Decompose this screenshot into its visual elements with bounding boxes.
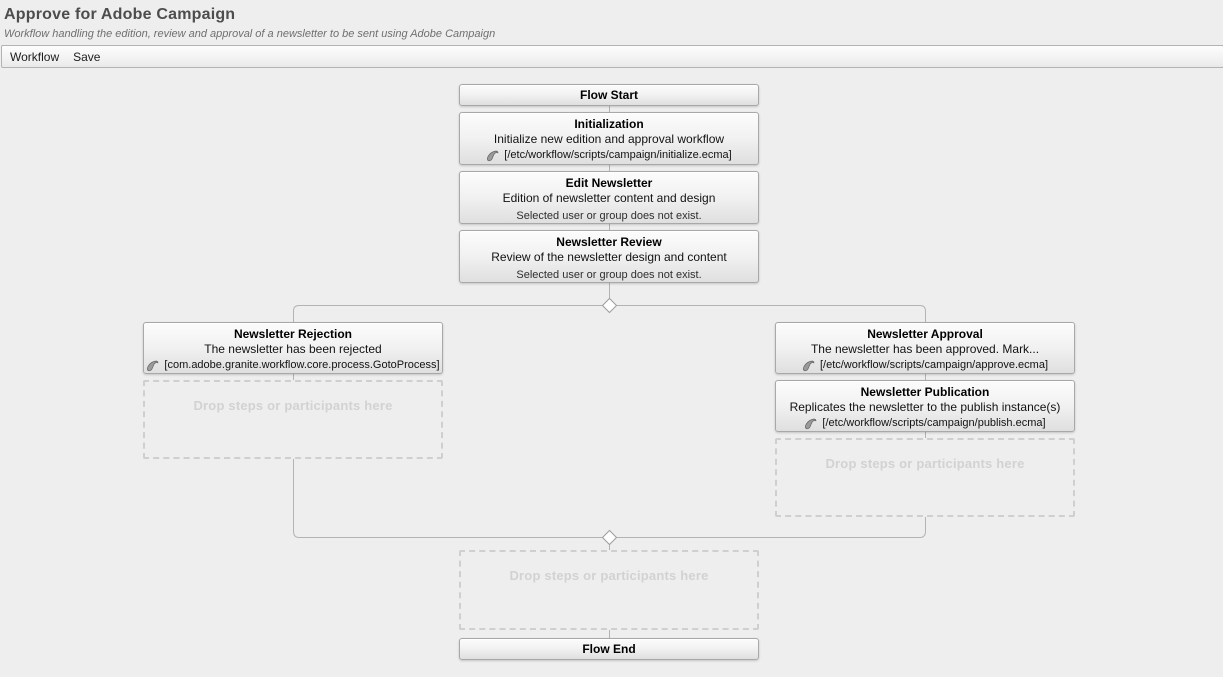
node-title: Flow End <box>582 642 636 656</box>
node-script-path: [/etc/workflow/scripts/campaign/publish.… <box>822 417 1046 429</box>
node-newsletter-approval[interactable]: Newsletter Approval The newsletter has b… <box>775 322 1075 374</box>
node-newsletter-rejection[interactable]: Newsletter Rejection The newsletter has … <box>143 322 443 374</box>
page-subtitle: Workflow handling the edition, review an… <box>4 28 496 40</box>
node-description: The newsletter has been approved. Mark..… <box>810 342 1040 356</box>
drop-zone-approval-branch[interactable]: Drop steps or participants here <box>775 438 1075 517</box>
node-initialization[interactable]: Initialization Initialize new edition an… <box>459 112 759 165</box>
script-icon <box>802 360 815 371</box>
split-diamond <box>601 297 618 314</box>
node-newsletter-publication[interactable]: Newsletter Publication Replicates the ne… <box>775 380 1075 432</box>
node-description: Replicates the newsletter to the publish… <box>789 400 1061 414</box>
node-title: Newsletter Review <box>556 235 662 249</box>
node-description: The newsletter has been rejected <box>204 342 382 356</box>
page-title: Approve for Adobe Campaign <box>4 6 236 23</box>
drop-zone-rejection-branch[interactable]: Drop steps or participants here <box>143 380 443 459</box>
drop-zone-label: Drop steps or participants here <box>193 398 393 413</box>
node-title: Initialization <box>574 117 644 131</box>
workflow-menu-button[interactable]: Workflow <box>10 49 60 64</box>
node-title: Flow Start <box>579 88 638 102</box>
node-description: Initialize new edition and approval work… <box>493 132 725 146</box>
drop-zone-label: Drop steps or participants here <box>509 568 709 583</box>
node-title: Edit Newsletter <box>565 176 653 190</box>
node-flow-start[interactable]: Flow Start <box>459 84 759 106</box>
node-edit-newsletter[interactable]: Edit Newsletter Edition of newsletter co… <box>459 171 759 224</box>
toolbar: Workflow Save <box>1 45 1223 68</box>
save-button[interactable]: Save <box>73 49 101 64</box>
node-flow-end[interactable]: Flow End <box>459 638 759 660</box>
node-title: Newsletter Rejection <box>233 327 353 341</box>
script-icon <box>147 360 159 371</box>
node-description: Edition of newsletter content and design <box>502 191 716 205</box>
drop-zone-main[interactable]: Drop steps or participants here <box>459 550 759 630</box>
script-icon <box>487 150 499 161</box>
node-title: Newsletter Approval <box>867 327 983 341</box>
drop-zone-label: Drop steps or participants here <box>825 456 1025 471</box>
node-description: Review of the newsletter design and cont… <box>491 250 727 264</box>
merge-diamond <box>601 529 618 546</box>
node-script-path: [/etc/workflow/scripts/campaign/initiali… <box>504 149 732 161</box>
node-status-message: Selected user or group does not exist. <box>516 210 702 222</box>
node-newsletter-review[interactable]: Newsletter Review Review of the newslett… <box>459 230 759 283</box>
node-script-path: [/etc/workflow/scripts/campaign/approve.… <box>819 359 1049 371</box>
node-script-path: [com.adobe.granite.workflow.core.process… <box>164 359 440 371</box>
node-status-message: Selected user or group does not exist. <box>516 269 702 281</box>
node-title: Newsletter Publication <box>860 385 990 399</box>
script-icon <box>805 418 817 429</box>
